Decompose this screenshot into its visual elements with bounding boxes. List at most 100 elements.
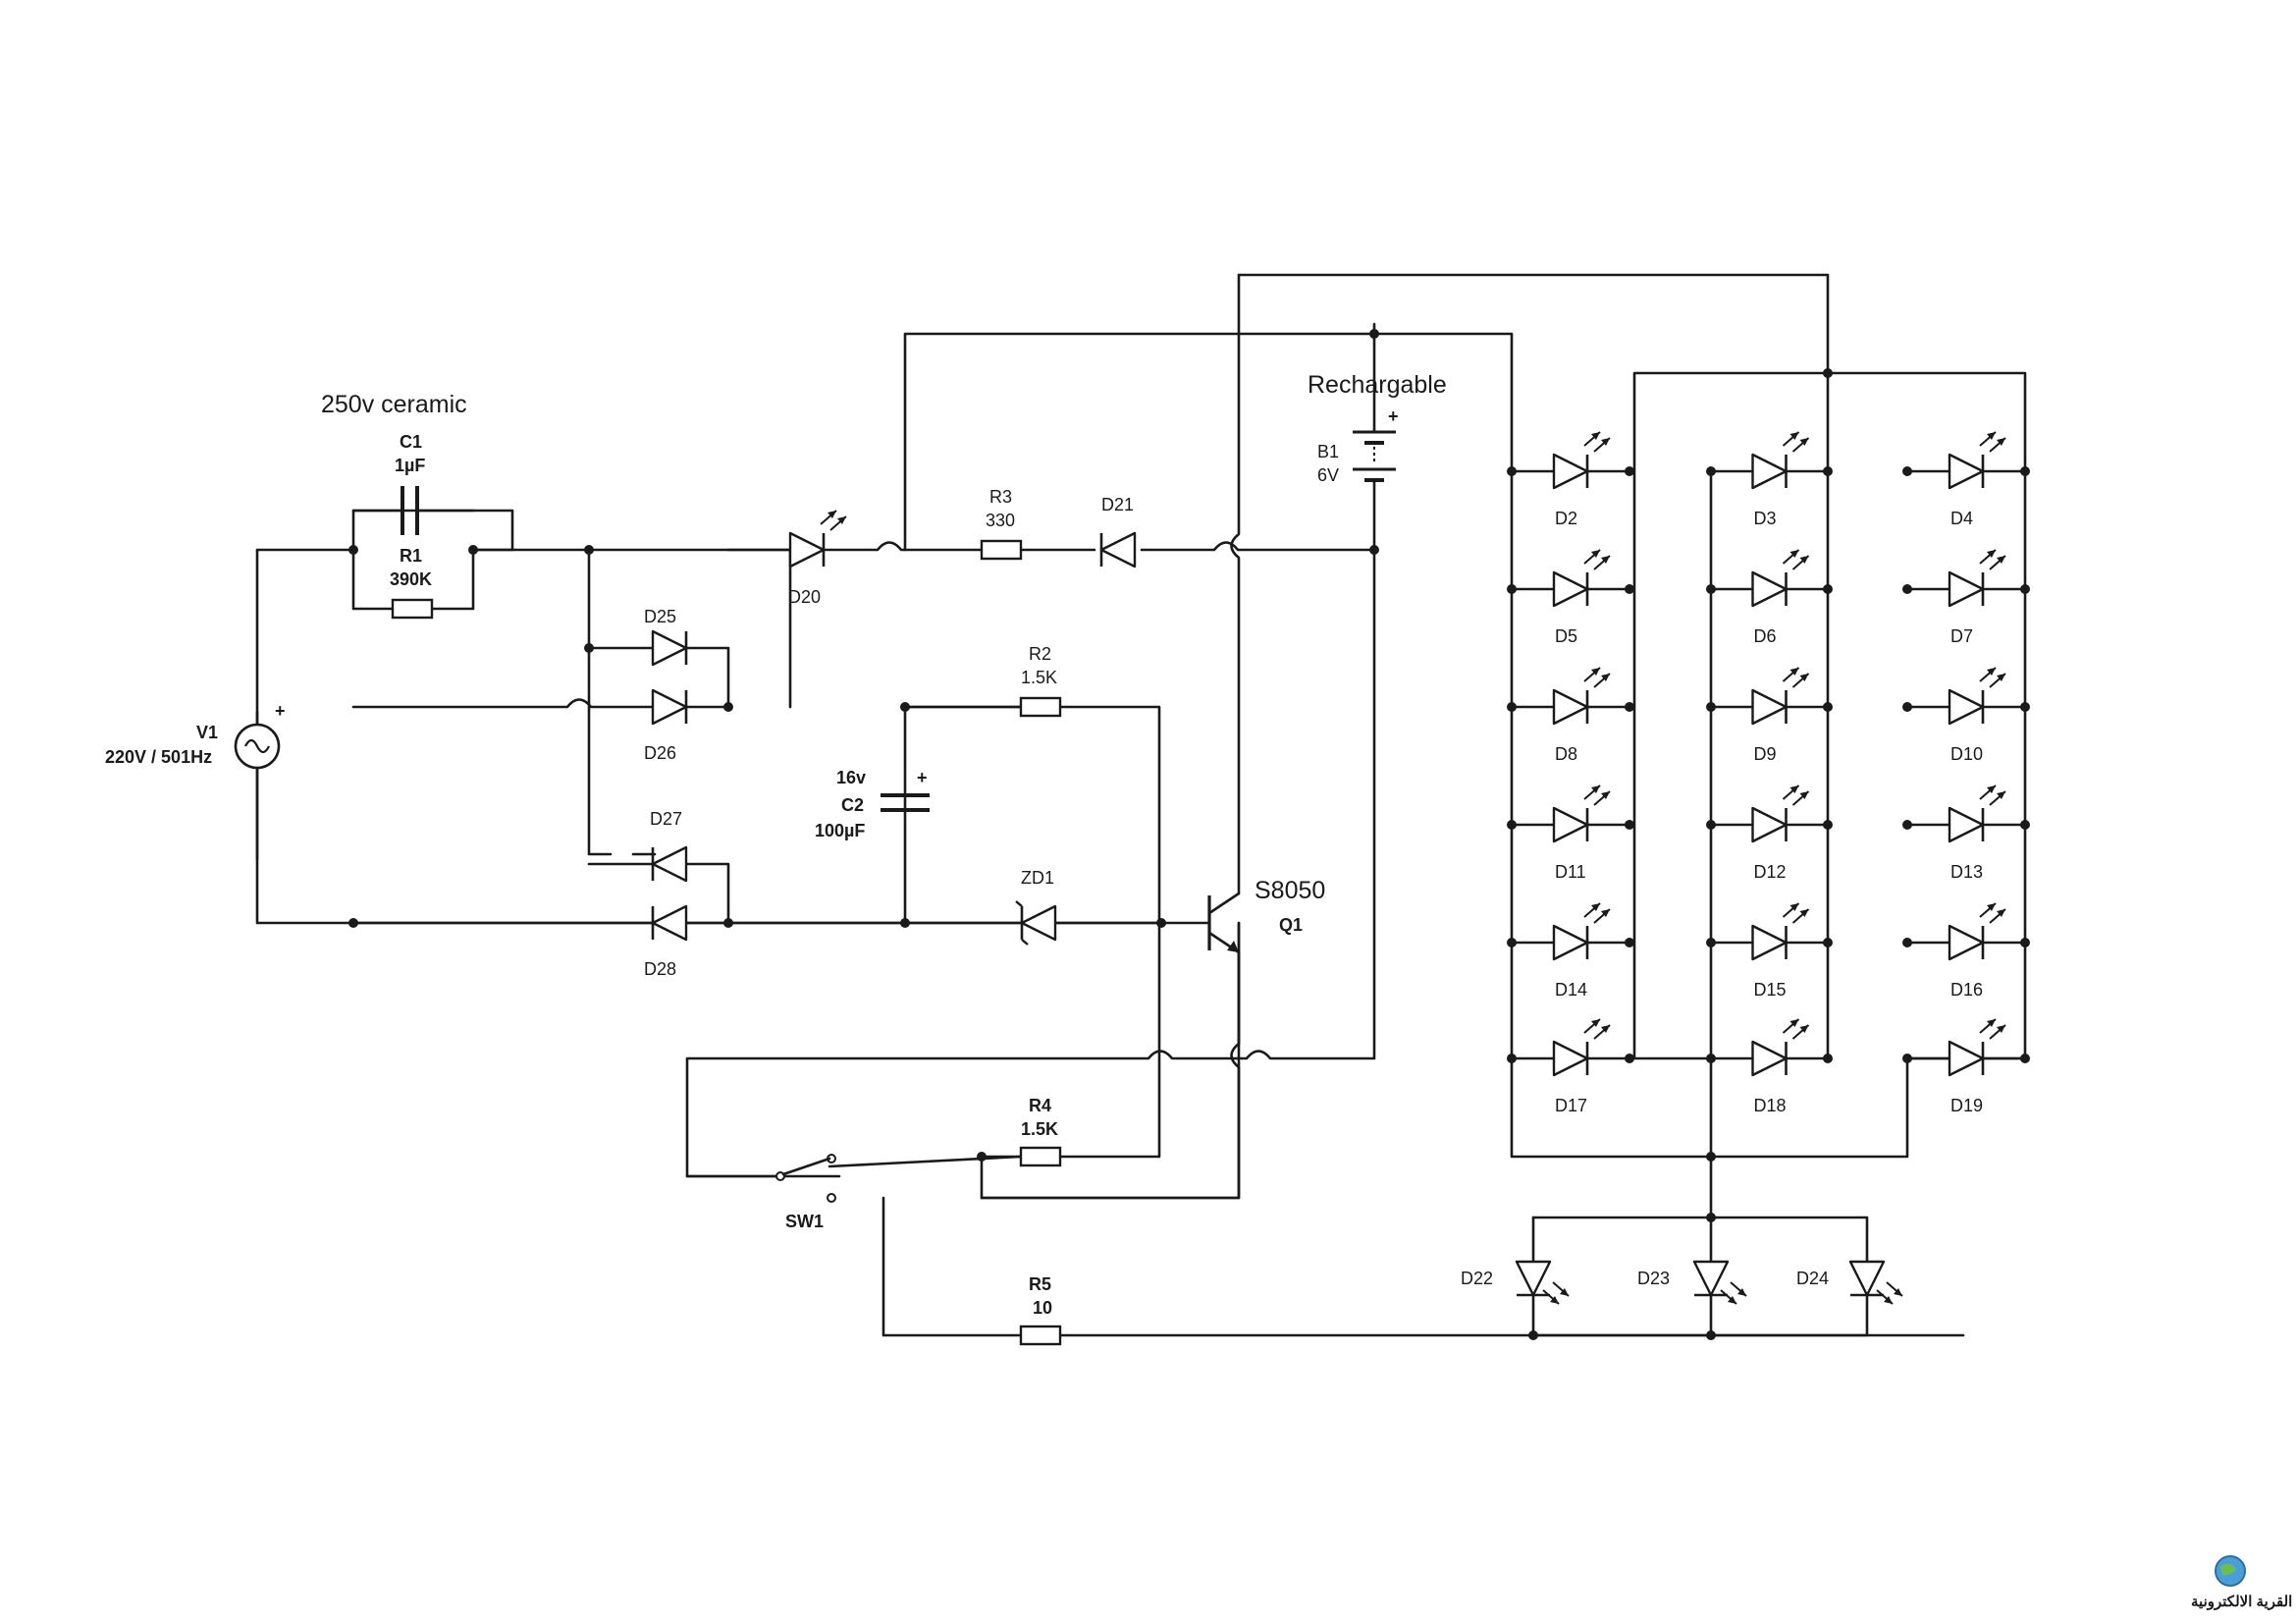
led-label: D13 [1950,862,1983,882]
led-d18: D18 [1706,1018,1833,1115]
led-label: D9 [1754,744,1777,764]
svg-text:1.5K: 1.5K [1021,668,1057,687]
diode-d25: D25 [644,607,688,667]
led-d9: D9 [1706,667,1833,764]
led-d5: D5 [1507,549,1634,646]
led-label: D16 [1950,980,1983,1000]
led-d22: D22 [1461,1260,1570,1305]
capacitor-c1: C1 1µF [351,432,475,535]
r1-ref: R1 [400,546,422,566]
led-d2: D2 [1507,431,1634,528]
v1-value: 220V / 501Hz [105,747,212,767]
svg-text:D20: D20 [788,587,821,607]
junction-dots [348,329,1833,1340]
svg-text:D25: D25 [644,607,676,626]
diode-d21: D21 [1099,495,1137,568]
resistor-r4: R4 1.5K [1019,1096,1062,1167]
svg-text:D28: D28 [644,959,676,979]
svg-text:+: + [1388,406,1399,426]
resistor-r1: R1 390K [390,546,434,620]
led-label: D4 [1950,509,1973,528]
ac-source-v1: + V1 220V / 501Hz [105,701,286,770]
led-d24: D24 [1796,1260,1903,1305]
resistor-r5: R5 10 [1019,1274,1062,1346]
svg-text:D22: D22 [1461,1269,1493,1288]
led-d4: D4 [1902,431,2030,528]
led-label: D7 [1950,626,1973,646]
led-label: D14 [1555,980,1587,1000]
c1-value: 1µF [395,456,425,475]
svg-text:1.5K: 1.5K [1021,1119,1058,1139]
svg-text:10: 10 [1033,1298,1052,1318]
r1-value: 390K [390,569,432,589]
led-label: D10 [1950,744,1983,764]
diode-d27: D27 [650,809,688,883]
led-d14: D14 [1507,902,1634,1000]
led-d11: D11 [1507,784,1634,882]
led-label: D18 [1754,1096,1787,1115]
logo-text: القرية الالكترونية [2191,1594,2292,1610]
svg-text:+: + [917,768,928,787]
c1-ref: C1 [400,432,422,452]
resistor-r2: R2 1.5K [903,644,1062,718]
led-label: D6 [1754,626,1777,646]
svg-text:D24: D24 [1796,1269,1829,1288]
site-logo: القرية الالكترونية [2191,1555,2292,1610]
svg-text:D27: D27 [650,809,682,829]
svg-text:Q1: Q1 [1279,915,1303,935]
svg-text:R2: R2 [1029,644,1051,664]
diode-d26: D26 [644,688,688,763]
wires-left [255,273,1965,1337]
led-d17: D17 [1507,1018,1634,1115]
led-d8: D8 [1507,667,1634,764]
svg-text:Rechargable: Rechargable [1308,371,1447,399]
led-d12: D12 [1706,784,1833,882]
svg-text:C2: C2 [841,795,864,815]
led-d19: D19 [1902,1018,2030,1115]
led-label: D5 [1555,626,1577,646]
svg-text:S8050: S8050 [1255,877,1325,904]
led-d23: D23 [1637,1260,1747,1305]
svg-text:D23: D23 [1637,1269,1670,1288]
resistor-r3: R3 330 [980,487,1023,561]
svg-text:R3: R3 [989,487,1012,507]
led-label: D17 [1555,1096,1587,1115]
diode-d28: D28 [644,904,688,979]
battery-b1: + Rechargable B1 6V [1308,371,1447,485]
led-label: D2 [1555,509,1577,528]
svg-text:D21: D21 [1101,495,1134,514]
led-label: D12 [1754,862,1787,882]
led-d10: D10 [1902,667,2030,764]
svg-text:R4: R4 [1029,1096,1051,1115]
svg-text:16v: 16v [836,768,866,787]
led-label: D11 [1555,862,1586,882]
svg-text:ZD1: ZD1 [1021,868,1054,888]
led-label: D3 [1754,509,1777,528]
led-label: D15 [1754,980,1787,1000]
switch-sw1[interactable]: SW1 [775,1154,836,1231]
v1-polarity: + [275,701,286,721]
led-d15: D15 [1706,902,1833,1000]
v1-ref: V1 [196,723,218,742]
ceramic-note: 250v ceramic [321,391,467,418]
led-d20: D20 [726,510,847,607]
led-label: D8 [1555,744,1577,764]
zener-zd1: ZD1 [1015,868,1057,946]
led-d16: D16 [1902,902,2030,1000]
svg-text:SW1: SW1 [785,1212,824,1231]
led-d13: D13 [1902,784,2030,882]
led-d3: D3 [1706,431,1833,528]
svg-text:D26: D26 [644,743,676,763]
svg-text:100µF: 100µF [815,821,865,840]
capacitor-c2: + 16v C2 100µF [815,768,930,840]
svg-text:6V: 6V [1317,465,1339,485]
svg-text:R5: R5 [1029,1274,1051,1294]
led-label: D19 [1950,1096,1983,1115]
svg-text:330: 330 [986,511,1015,530]
led-d7: D7 [1902,549,2030,646]
svg-text:B1: B1 [1317,442,1339,461]
transistor-q1: S8050 Q1 [1159,877,1325,1046]
led-d6: D6 [1706,549,1833,646]
